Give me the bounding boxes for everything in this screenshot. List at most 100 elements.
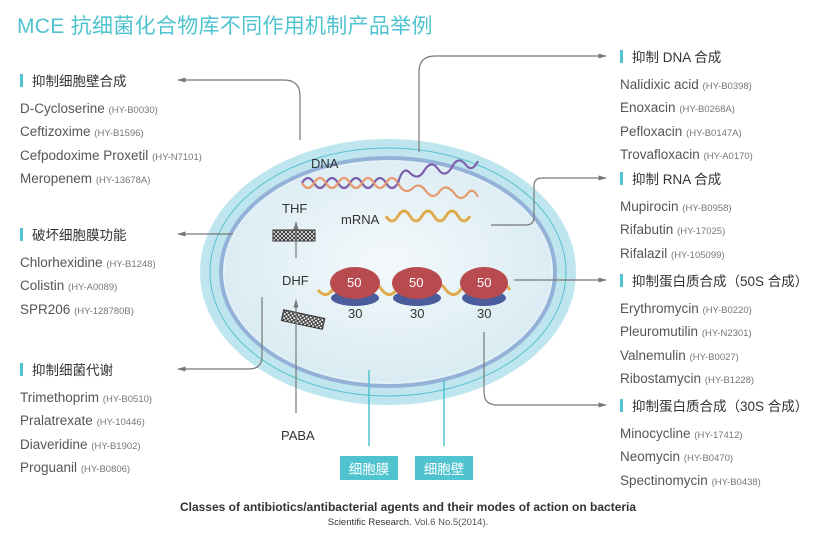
compound-name: Cefpodoxime Proxetil — [20, 147, 149, 163]
compound-name: Mupirocin — [620, 199, 679, 214]
list-item: Mupirocin (HY-B0958) — [620, 196, 732, 219]
mrna-label: mRNA — [341, 212, 380, 227]
group-heading: 破坏细胞膜功能 — [32, 228, 127, 243]
catalog-code: (HY-B0438) — [711, 476, 761, 488]
cell-wall-tag: 细胞壁 — [415, 456, 473, 480]
cell-wall — [200, 139, 576, 405]
group-membrane: 破坏细胞膜功能 Chlorhexidine (HY-B1248) Colisti… — [20, 224, 156, 322]
compound-name: SPR206 — [20, 301, 71, 317]
compound-name: Chlorhexidine — [20, 255, 103, 270]
group-heading: 抑制 RNA 合成 — [632, 172, 722, 187]
accent-bar — [620, 398, 623, 412]
list-item: Cefpodoxime Proxetil (HY-N7101) — [20, 145, 202, 168]
figure-caption: Classes of antibiotics/antibacterial age… — [179, 500, 637, 514]
group-heading: 抑制蛋白质合成（50S 合成） — [632, 274, 809, 289]
catalog-code: (HY-A0170) — [703, 150, 753, 162]
list-item: SPR206 (HY-128780B) — [20, 299, 156, 322]
dna-label: DNA — [311, 156, 339, 171]
compound-name: Trovafloxacin — [620, 146, 700, 162]
catalog-code: (HY-105099) — [671, 249, 725, 261]
compound-name: Meropenem — [20, 170, 93, 186]
catalog-code: (HY-B0510) — [102, 394, 153, 405]
dna-helix — [301, 159, 479, 200]
compound-name: Rifabutin — [620, 222, 674, 238]
compound-name: Nalidixic acid — [620, 77, 699, 92]
compound-name: Diaveridine — [20, 436, 88, 452]
ribosome-1 — [330, 267, 380, 306]
cell-membrane — [219, 156, 557, 388]
arrow-metabolism — [177, 297, 263, 372]
accent-bar — [20, 362, 23, 376]
catalog-code: (HY-17025) — [677, 226, 726, 238]
citation-source: Scientific Research. — [327, 517, 412, 528]
compound-name: Proguanil — [20, 459, 78, 475]
accent-bar — [620, 171, 623, 185]
catalog-code: (HY-B1248) — [106, 259, 156, 270]
catalog-code: (HY-10446) — [96, 417, 145, 429]
list-item: Minocycline (HY-17412) — [620, 423, 808, 446]
list-item: Valnemulin (HY-B0027) — [620, 345, 808, 368]
arrow-30s — [483, 332, 607, 408]
figure-citation: Scientific Research. Vol.6 No.5(2014). — [0, 517, 816, 528]
compound-name: Neomycin — [620, 449, 681, 465]
group-heading: 抑制蛋白质合成（30S 合成） — [632, 399, 809, 414]
mrna-ribosome-strand — [316, 282, 512, 296]
catalog-code: (HY-B0470) — [683, 453, 734, 465]
compound-name: Enoxacin — [620, 100, 676, 116]
accent-bar — [620, 49, 623, 63]
accent-bar — [20, 73, 23, 87]
compound-name: Rifalazil — [620, 245, 668, 261]
compound-name: Colistin — [20, 278, 65, 294]
catalog-code: (HY-B1228) — [704, 374, 755, 386]
list-item: D-Cycloserine (HY-B0030) — [20, 98, 202, 121]
catalog-code: (HY-B0030) — [108, 105, 158, 116]
list-item: Trovafloxacin (HY-A0170) — [620, 144, 753, 167]
catalog-code: (HY-13678A) — [95, 174, 151, 186]
compound-name: Valnemulin — [620, 347, 686, 363]
cell-wall-line — [209, 147, 567, 397]
compound-name: Ribostamycin — [620, 370, 702, 386]
page-title: MCE 抗细菌化合物库不同作用机制产品举例 — [17, 15, 433, 38]
citation-ref: Vol.6 No.5(2014). — [411, 517, 489, 528]
catalog-code: (HY-A0089) — [68, 282, 118, 294]
ribosome-50-label: 50 — [477, 275, 491, 290]
list-item: Ceftizoxime (HY-B1596) — [20, 121, 202, 144]
compound-name: D-Cycloserine — [20, 101, 105, 116]
compound-name: Pleuromutilin — [620, 324, 699, 340]
group-cell-wall: 抑制细胞壁合成 D-Cycloserine (HY-B0030) Ceftizo… — [20, 70, 202, 191]
list-item: Diaveridine (HY-B1902) — [20, 434, 152, 457]
mrna-strand — [384, 209, 472, 223]
dhf-inhibitor-block — [280, 309, 326, 330]
ribosome-30-label: 30 — [477, 306, 491, 321]
list-item: Trimethoprim (HY-B0510) — [20, 387, 152, 410]
arrow-dna — [418, 53, 607, 152]
group-heading: 抑制细胞壁合成 — [32, 74, 127, 89]
compound-name: Ceftizoxime — [20, 124, 91, 140]
list-item: Nalidixic acid (HY-B0398) — [620, 74, 753, 97]
list-item: Proguanil (HY-B0806) — [20, 457, 152, 480]
catalog-code: (HY-B1902) — [91, 440, 141, 452]
catalog-code: (HY-B0958) — [682, 203, 732, 214]
catalog-code: (HY-B0268A) — [679, 104, 735, 116]
accent-bar — [20, 227, 23, 241]
catalog-code: (HY-B0806) — [80, 463, 131, 475]
compound-name: Minocycline — [620, 426, 691, 441]
group-rna: 抑制 RNA 合成 Mupirocin (HY-B0958) Rifabutin… — [620, 168, 732, 266]
catalog-code: (HY-B0027) — [689, 351, 739, 363]
accent-bar — [620, 273, 623, 287]
catalog-code: (HY-N7101) — [152, 151, 202, 163]
group-heading: 抑制 DNA 合成 — [632, 50, 722, 65]
ribosome-2 — [392, 267, 442, 306]
catalog-code: (HY-B0220) — [702, 305, 752, 316]
compound-name: Pefloxacin — [620, 123, 683, 139]
ribosome-30-label: 30 — [348, 306, 362, 321]
list-item: Meropenem (HY-13678A) — [20, 168, 202, 191]
ribosome-50-label: 50 — [347, 275, 361, 290]
thf-inhibitor-block — [272, 229, 316, 242]
list-item: Pleuromutilin (HY-N2301) — [620, 321, 808, 344]
paba-label: PABA — [281, 428, 315, 443]
catalog-code: (HY-B0398) — [702, 81, 752, 92]
compound-name: Pralatrexate — [20, 413, 93, 429]
compound-name: Erythromycin — [620, 301, 699, 316]
list-item: Ribostamycin (HY-B1228) — [620, 368, 808, 391]
